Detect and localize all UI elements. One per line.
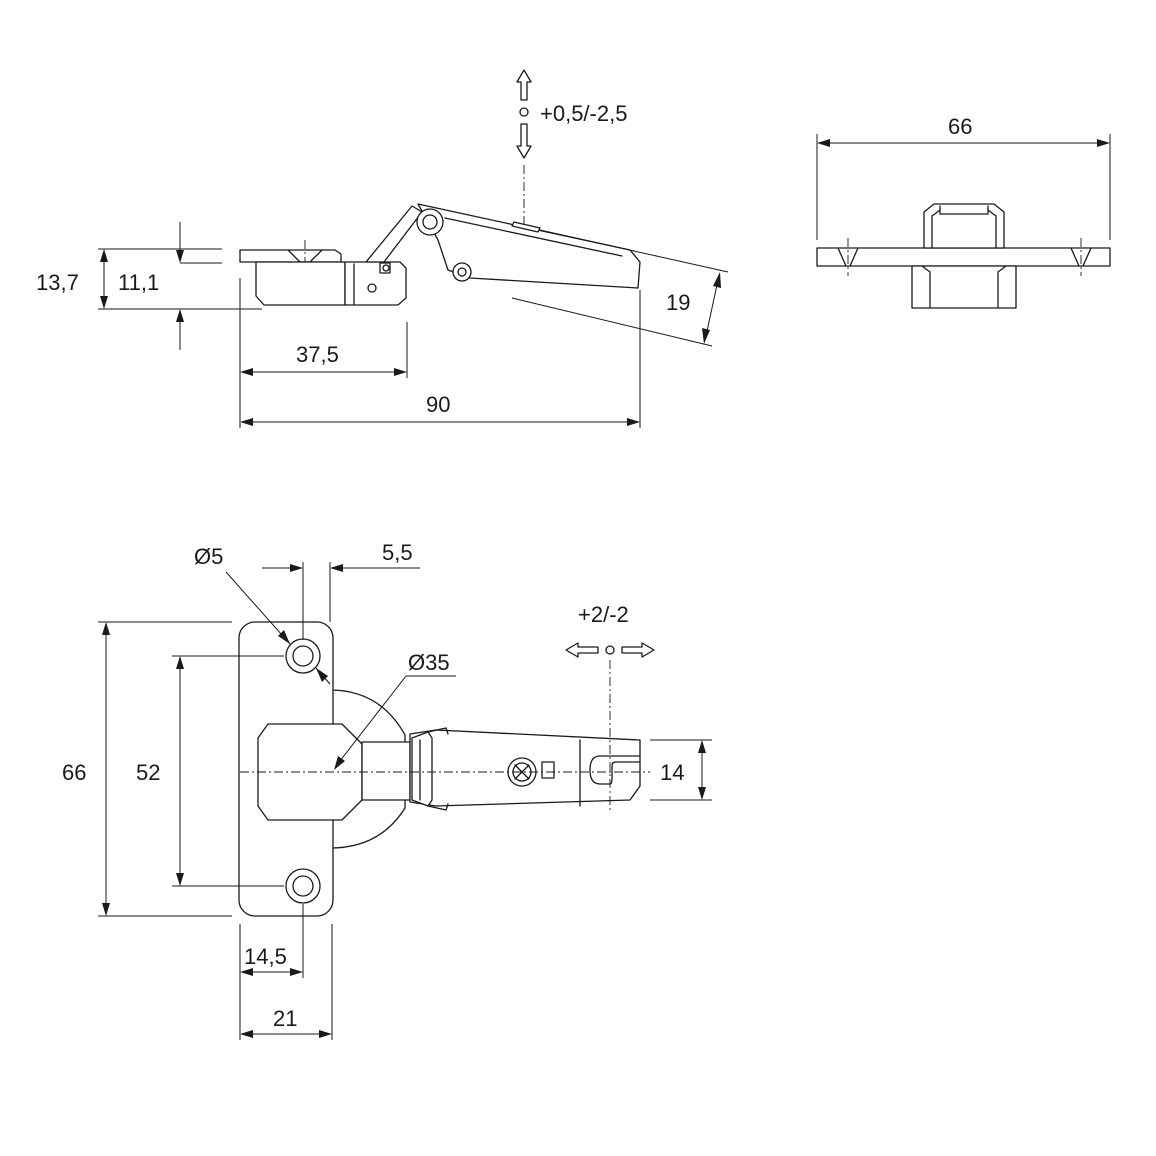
dim-height-total-label: 13,7 <box>36 270 79 295</box>
side-mounting-plate <box>239 249 342 263</box>
dim-cup-diameter-label: Ø35 <box>408 650 450 675</box>
vertical-adjust-label: +0,5/-2,5 <box>540 101 627 126</box>
dim-plate-width-label: 21 <box>273 1006 297 1031</box>
dim-hole-offset <box>262 562 420 640</box>
front-upper-boss <box>923 203 1005 249</box>
side-arm <box>417 203 641 289</box>
dim-arm-width <box>650 739 712 801</box>
dim-total-length <box>240 290 641 428</box>
dim-arm-thickness <box>511 229 729 347</box>
dim-hole-edge <box>239 904 304 1040</box>
front-view: 66 <box>816 114 1111 309</box>
dim-cup-diameter <box>334 675 456 770</box>
dim-cup-length-label: 37,5 <box>296 342 339 367</box>
dim-hole-spacing-label: 52 <box>136 760 160 785</box>
dim-hole-spacing <box>172 655 284 887</box>
dim-hole-edge-label: 14,5 <box>244 944 287 969</box>
dim-total-length-label: 90 <box>426 392 450 417</box>
dim-hole-diameter <box>225 571 331 685</box>
front-mounting-plate <box>816 247 1111 267</box>
top-hole-lower <box>285 868 321 904</box>
side-view: +0,5/-2,5 13,7 11,1 37,5 <box>36 69 729 428</box>
dim-cup-length <box>239 278 408 428</box>
side-cup-body <box>255 261 346 306</box>
horizontal-adjust-arrows-icon <box>565 642 655 658</box>
dim-plate-height <box>98 621 232 917</box>
dim-plate-height-label: 66 <box>62 760 86 785</box>
dim-hole-offset-label: 5,5 <box>382 540 413 565</box>
side-cup-head <box>344 261 407 306</box>
dim-plate-width <box>240 924 333 1040</box>
front-cup <box>911 265 1017 309</box>
vertical-adjust-arrows-icon <box>516 69 532 159</box>
dim-arm-width-label: 14 <box>660 760 684 785</box>
dim-height <box>98 222 262 350</box>
dim-hole-diameter-label: Ø5 <box>194 544 223 569</box>
dim-arm-thickness-label: 19 <box>666 290 690 315</box>
dim-front-width-label: 66 <box>948 114 972 139</box>
side-link-lever <box>365 205 423 263</box>
dim-front-width <box>816 134 1111 240</box>
horizontal-adjust-label: +2/-2 <box>578 602 629 627</box>
dim-height-cup-label: 11,1 <box>118 270 159 295</box>
top-view: +2/-2 Ø5 5,5 Ø35 <box>62 540 712 1040</box>
